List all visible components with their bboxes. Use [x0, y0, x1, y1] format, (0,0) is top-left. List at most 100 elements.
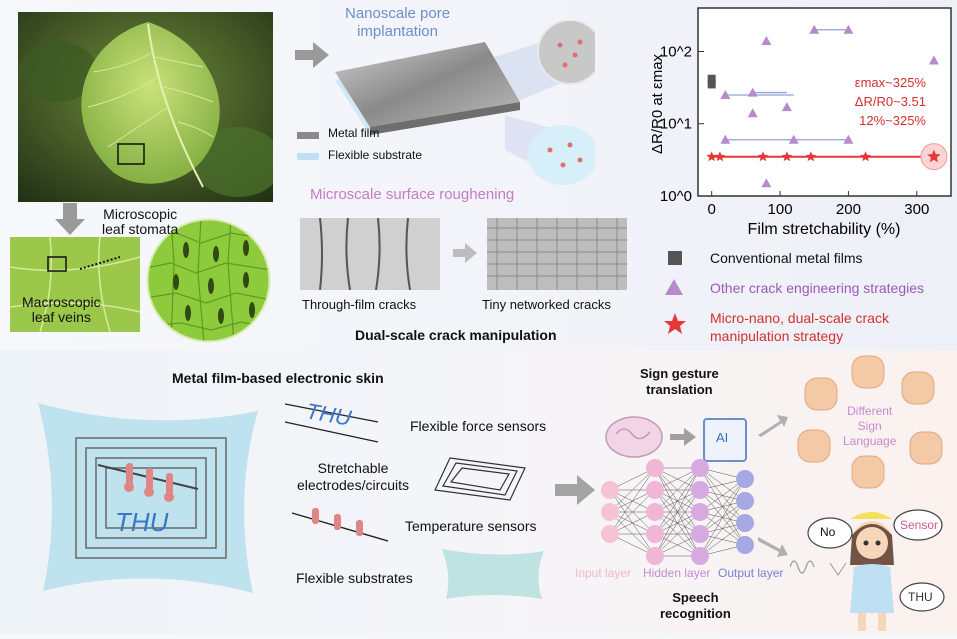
nn-connection: [654, 467, 701, 557]
nn-node: [691, 503, 709, 521]
metal-film-illustration: [335, 20, 595, 185]
other-strategy-point: [761, 35, 772, 45]
y-tick-label: 10^0: [660, 188, 692, 205]
nn-node: [601, 481, 619, 499]
legend-other: Other crack engineering strategies: [710, 280, 924, 296]
eskin-title: Metal film-based electronic skin: [172, 370, 384, 386]
leaf-illustration: [18, 12, 283, 202]
nn-connection: [699, 500, 746, 557]
annotation-dr: ΔR/R0~3.51: [855, 94, 926, 109]
nn-node: [736, 470, 754, 488]
nn-node: [601, 503, 619, 521]
different-sign-label: Different Sign Language: [843, 404, 897, 448]
input-layer-label: Input layer: [575, 566, 632, 580]
through-film-cracks-image: [300, 218, 440, 290]
nn-node: [691, 547, 709, 565]
legend-star-icon: [664, 313, 686, 334]
other-strategy-point: [720, 89, 731, 99]
y-tick-label: 10^1: [660, 116, 692, 133]
neural-network-diagram: [601, 459, 754, 565]
macroscopic-veins-label: Macroscopic leaf veins: [22, 294, 101, 325]
force-sensor-icon: [434, 457, 526, 501]
through-film-label: Through-film cracks: [302, 297, 417, 312]
chart-xlabel: Film stretchability (%): [748, 221, 901, 238]
nn-connection: [699, 522, 746, 557]
other-strategy-point: [843, 134, 854, 144]
chart-plot-area: [697, 7, 952, 197]
ai-chip-icon: [703, 418, 747, 462]
nn-node: [646, 525, 664, 543]
dual-scale-point: [860, 151, 871, 162]
nn-node: [646, 503, 664, 521]
thu-small-lines: [284, 403, 379, 443]
leaf-photo: [18, 12, 283, 202]
metal-film-swatch: [297, 132, 319, 139]
nn-node: [691, 459, 709, 477]
nn-node: [736, 514, 754, 532]
legend-conventional: Conventional metal films: [710, 250, 863, 266]
veins-illustration: [9, 236, 141, 333]
other-strategy-point: [788, 134, 799, 144]
legend-micro-nano: Micro-nano, dual-scale crack manipulatio…: [710, 310, 889, 344]
brain-to-ai-arrow-icon: [670, 428, 696, 446]
other-strategy-point: [781, 102, 792, 112]
microscale-label: Microscale surface roughening: [310, 186, 515, 203]
annotation-emax: εmax~325%: [855, 75, 927, 90]
dual-scale-point: [805, 151, 817, 162]
temp-sensor-icon: [291, 508, 389, 542]
chart-ylabel: ΔR/R0 at εmax: [649, 53, 666, 154]
nn-connection: [654, 467, 701, 535]
speaker-character-icon: [790, 509, 945, 631]
nanoscale-label: Nanoscale pore implantation: [345, 5, 451, 40]
nn-node: [601, 525, 619, 543]
right-arrow-icon: [295, 42, 329, 68]
forward-arrow-icon: [453, 243, 477, 263]
speech-label: Speech recognition: [660, 590, 731, 621]
other-strategy-point: [843, 24, 854, 34]
sensor-bubble-label: Sensor: [900, 518, 939, 532]
flex-substrates-label: Flexible substrates: [296, 570, 413, 586]
nn-connection: [654, 467, 701, 513]
legend-square-icon: [668, 251, 682, 265]
stomata-zoom: [146, 218, 271, 343]
output-layer-label: Output layer: [718, 566, 784, 580]
other-strategy-point: [761, 178, 772, 188]
x-tick-label: 300: [904, 201, 929, 218]
nn-connection: [609, 467, 656, 513]
y-tick-label: 10^2: [660, 43, 692, 60]
other-strategy-point: [928, 55, 939, 65]
flex-substrate-icon: [442, 549, 544, 599]
nn-node: [691, 481, 709, 499]
brain-icon: [605, 416, 663, 458]
annotation-range: 12%~325%: [859, 113, 926, 128]
nn-node: [736, 536, 754, 554]
nn-connection: [699, 478, 746, 557]
eskin-illustration: [38, 403, 258, 593]
nn-node: [646, 481, 664, 499]
other-strategy-point: [747, 87, 758, 97]
dual-scale-label: Dual-scale crack manipulation: [355, 327, 557, 343]
tiny-networked-label: Tiny networked cracks: [482, 297, 611, 312]
dual-scale-point: [714, 151, 726, 162]
nn-connection: [699, 478, 746, 535]
no-bubble-label: No: [820, 525, 836, 539]
nn-node: [646, 547, 664, 565]
temp-sensors-label: Temperature sensors: [405, 518, 537, 534]
sign-gesture-label: Sign gesture translation: [640, 366, 719, 397]
nn-connection: [609, 467, 656, 535]
dual-scale-point: [757, 151, 769, 162]
x-tick-label: 100: [768, 201, 793, 218]
x-tick-label: 200: [836, 201, 861, 218]
nn-node: [736, 492, 754, 510]
down-arrow-icon: [55, 203, 85, 235]
thu-bubble-label: THU: [908, 590, 933, 604]
dual-scale-point: [927, 149, 941, 163]
leaf-veins-photo: [9, 236, 141, 333]
nn-node: [691, 525, 709, 543]
stretch-electrodes-label: Stretchable electrodes/circuits: [297, 460, 410, 493]
conventional-point: [707, 80, 716, 89]
nn-connection: [654, 511, 701, 557]
hidden-layer-label: Hidden layer: [643, 566, 711, 580]
force-sensors-label: Flexible force sensors: [410, 418, 547, 434]
